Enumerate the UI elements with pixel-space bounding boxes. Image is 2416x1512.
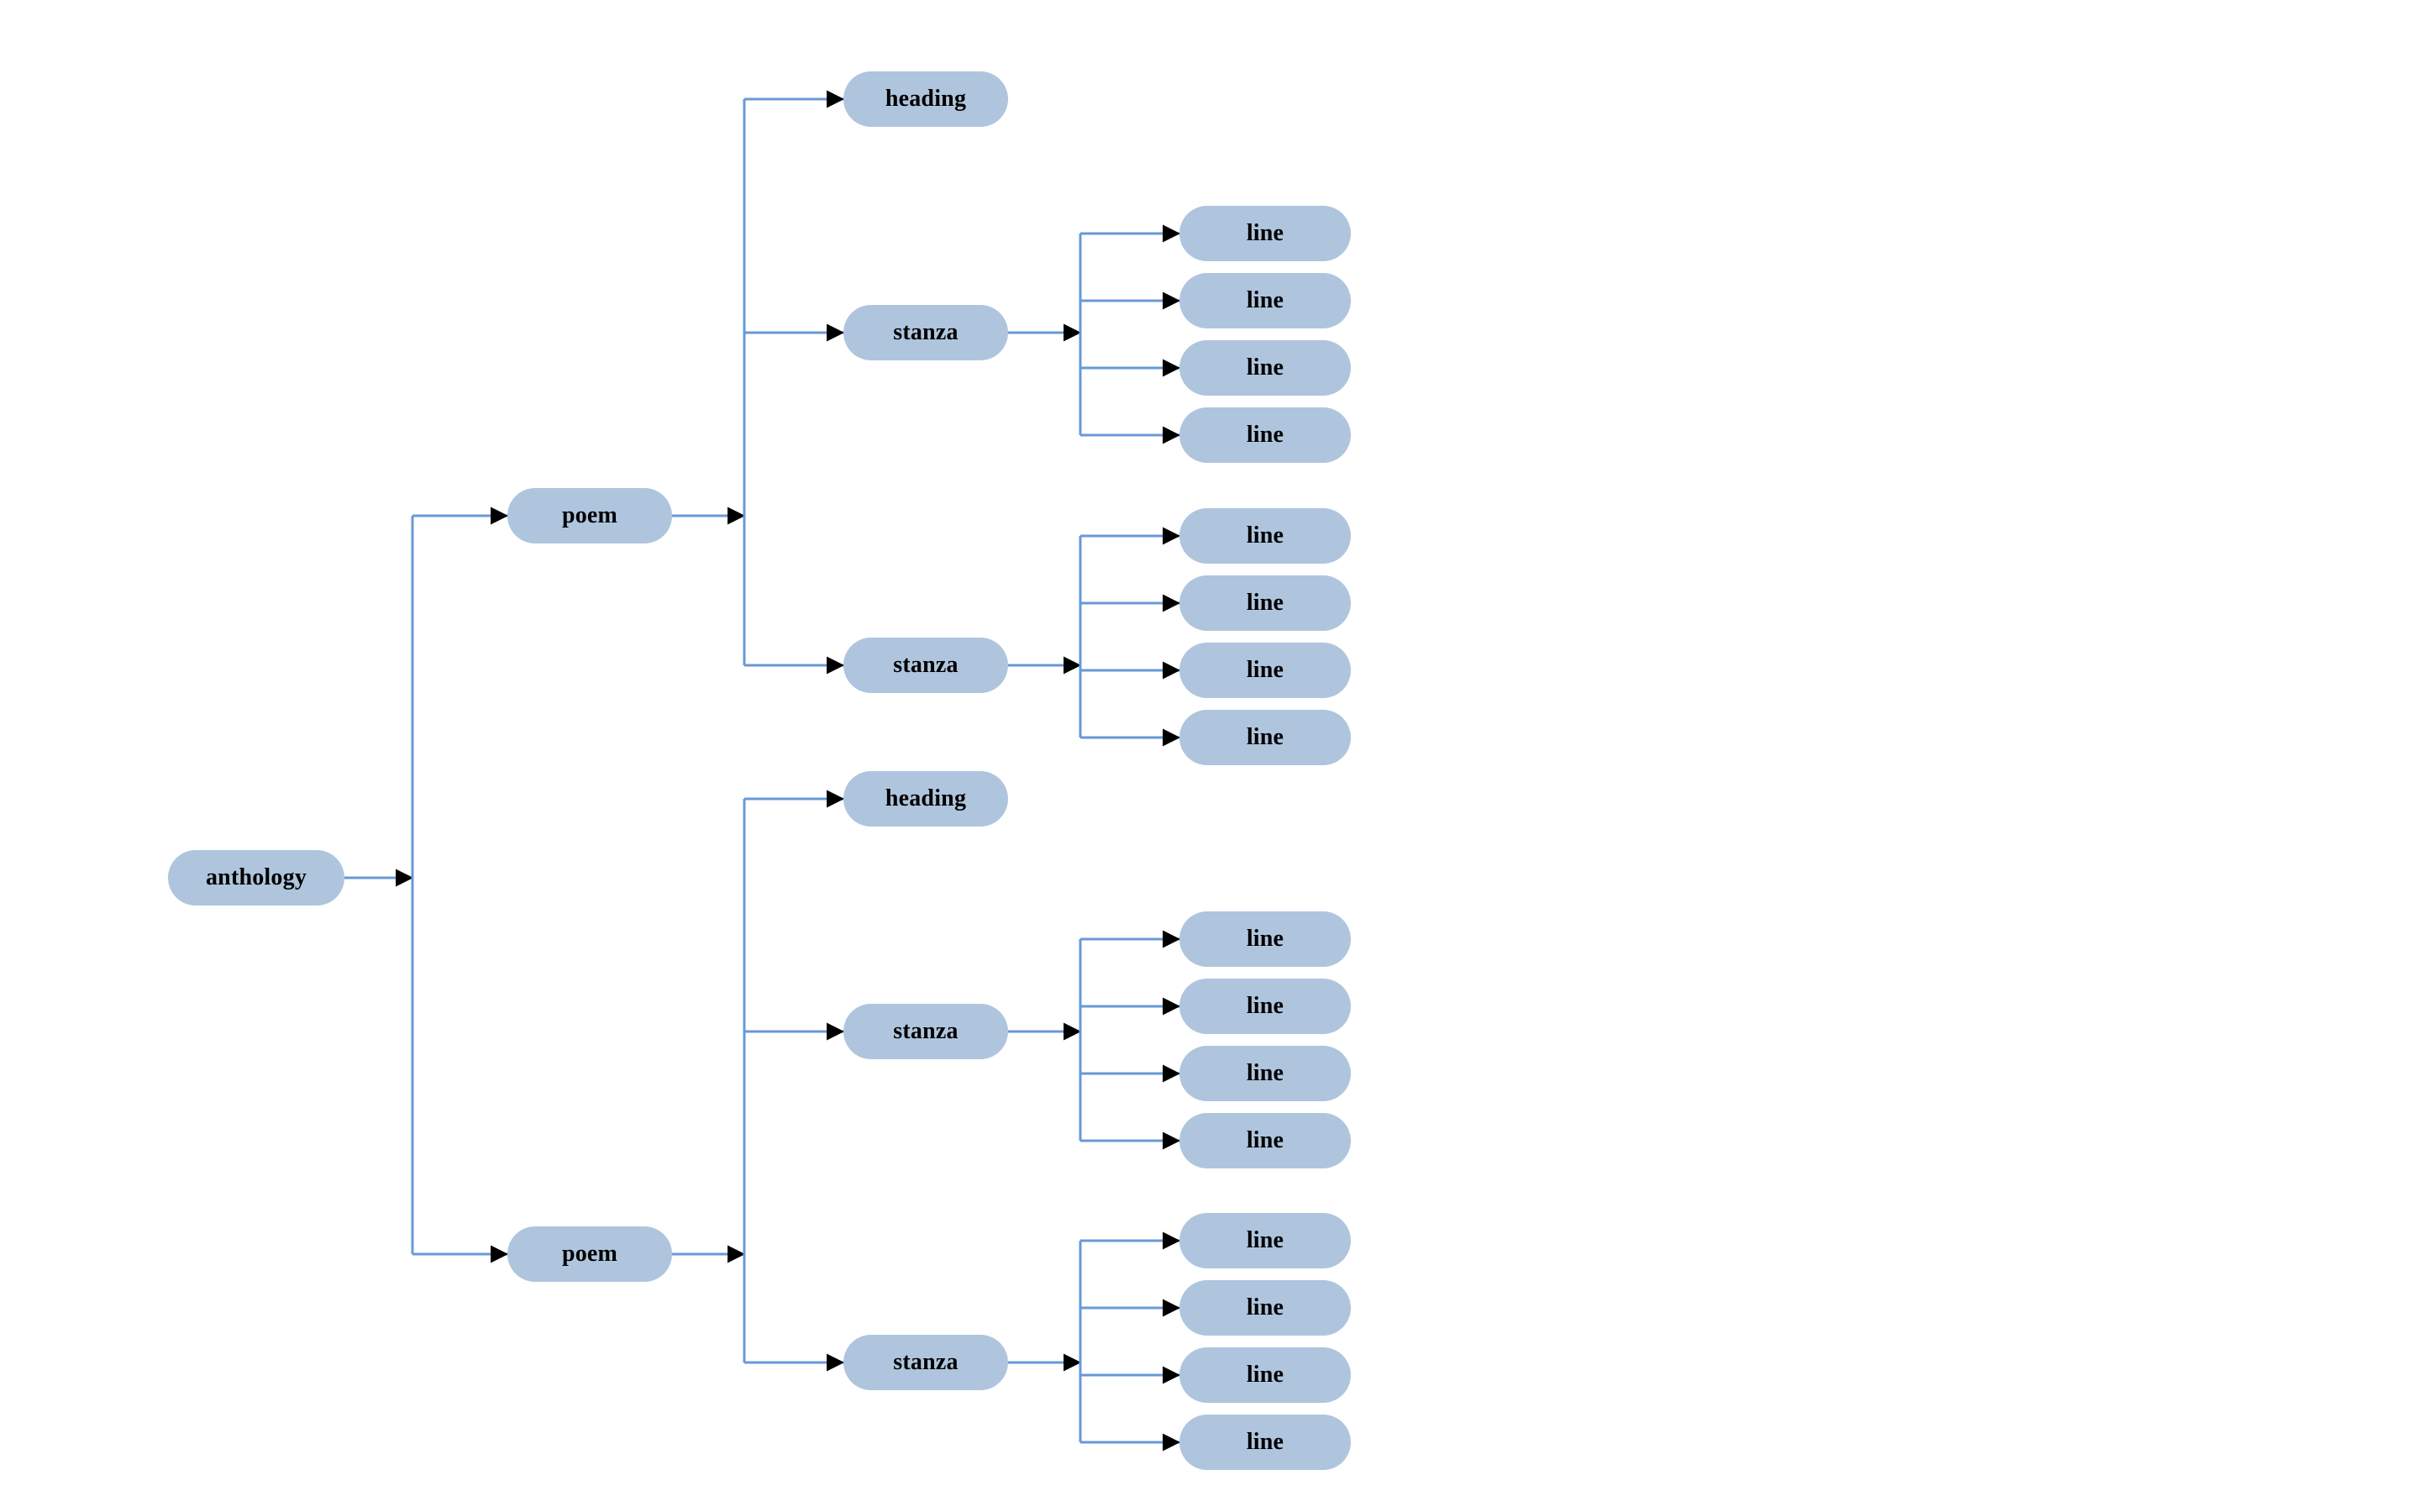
node-label: poem xyxy=(561,1241,618,1267)
node-label: line xyxy=(1246,354,1284,381)
node-label: line xyxy=(1246,993,1284,1019)
node-label: line xyxy=(1246,287,1284,313)
node-line[interactable]: line xyxy=(1179,575,1351,631)
node-line[interactable]: line xyxy=(1179,508,1351,564)
node-label: stanza xyxy=(893,1018,959,1044)
node-label: line xyxy=(1246,1294,1284,1320)
node-label: heading xyxy=(885,785,967,811)
node-label: line xyxy=(1246,1127,1284,1153)
node-line[interactable]: line xyxy=(1179,1415,1351,1470)
node-label: line xyxy=(1246,724,1284,750)
node-label: line xyxy=(1246,1429,1284,1455)
node-label: line xyxy=(1246,657,1284,683)
node-line[interactable]: line xyxy=(1179,1347,1351,1403)
node-line[interactable]: line xyxy=(1179,340,1351,396)
node-label: stanza xyxy=(893,1349,959,1375)
node-line[interactable]: line xyxy=(1179,710,1351,765)
node-label: line xyxy=(1246,926,1284,952)
node-poem[interactable]: poem xyxy=(507,488,672,543)
node-stanza[interactable]: stanza xyxy=(843,305,1008,360)
node-label: line xyxy=(1246,220,1284,246)
node-stanza[interactable]: stanza xyxy=(843,638,1008,693)
node-label: line xyxy=(1246,422,1284,448)
node-line[interactable]: line xyxy=(1179,979,1351,1034)
node-stanza[interactable]: stanza xyxy=(843,1335,1008,1390)
node-label: stanza xyxy=(893,319,959,345)
node-label: poem xyxy=(561,502,618,528)
node-label: anthology xyxy=(205,864,307,890)
node-label: line xyxy=(1246,590,1284,616)
node-line[interactable]: line xyxy=(1179,273,1351,328)
node-label: heading xyxy=(885,86,967,112)
node-heading[interactable]: heading xyxy=(843,71,1008,127)
node-line[interactable]: line xyxy=(1179,407,1351,463)
node-label: line xyxy=(1246,522,1284,549)
node-line[interactable]: line xyxy=(1179,911,1351,967)
node-line[interactable]: line xyxy=(1179,1280,1351,1336)
node-anthology[interactable]: anthology xyxy=(168,850,344,906)
node-line[interactable]: line xyxy=(1179,643,1351,698)
node-poem[interactable]: poem xyxy=(507,1226,672,1282)
node-line[interactable]: line xyxy=(1179,206,1351,261)
node-label: line xyxy=(1246,1060,1284,1086)
node-label: line xyxy=(1246,1227,1284,1253)
node-line[interactable]: line xyxy=(1179,1213,1351,1268)
node-line[interactable]: line xyxy=(1179,1046,1351,1101)
node-line[interactable]: line xyxy=(1179,1113,1351,1168)
node-stanza[interactable]: stanza xyxy=(843,1004,1008,1059)
node-label: stanza xyxy=(893,652,959,678)
node-heading[interactable]: heading xyxy=(843,771,1008,827)
node-label: line xyxy=(1246,1362,1284,1388)
